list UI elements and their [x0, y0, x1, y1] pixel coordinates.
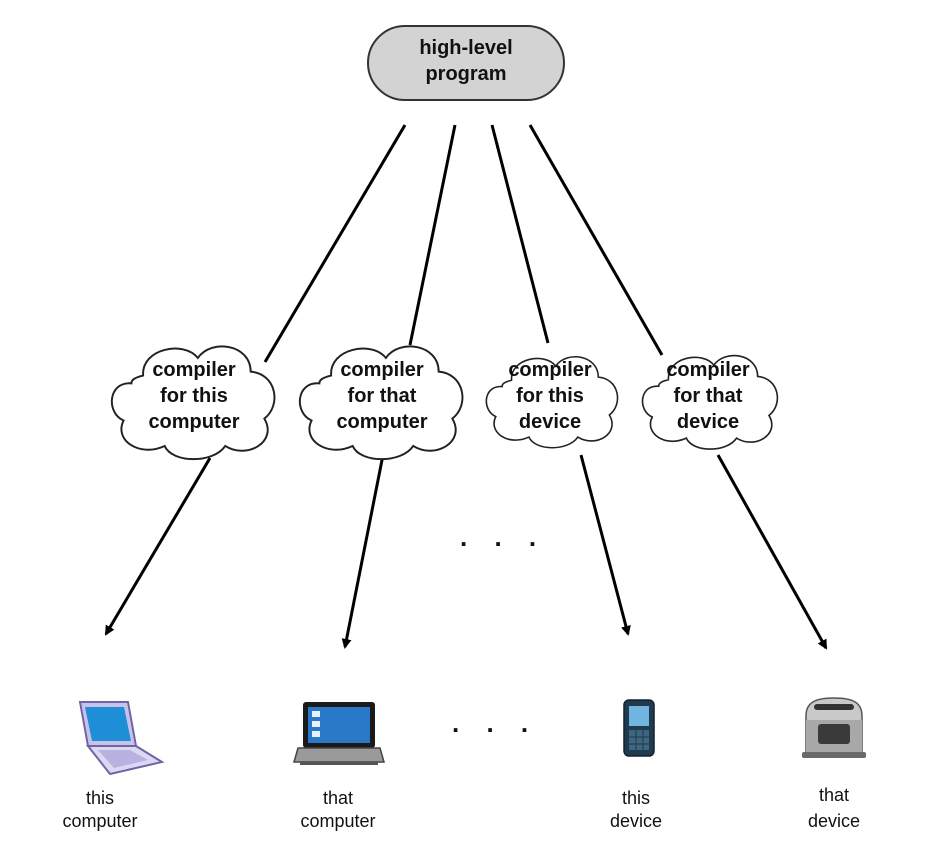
root-node: high-level program: [367, 25, 565, 101]
compiler-1-line-3: computer: [148, 411, 239, 433]
root-node-shape: [367, 25, 565, 101]
compiler-4-line-3: device: [677, 411, 739, 433]
compiler-2-line-2: for that: [348, 385, 417, 407]
arrow-to-this-computer: [104, 457, 212, 636]
root-label-line-1: high-level: [419, 37, 512, 59]
upper-connectors: [263, 124, 664, 363]
compiler-3-line-2: for this: [516, 385, 584, 407]
mobile-phone-icon: [623, 699, 655, 757]
compiler-1-line-1: compiler: [152, 359, 236, 381]
root-label-line-2: program: [425, 63, 506, 85]
target-1-line-2: computer: [62, 811, 137, 831]
compiler-cloud-3: compiler for this device: [485, 355, 619, 449]
toaster-icon: [802, 697, 866, 758]
lower-arrows: [104, 454, 828, 650]
target-3-line-1: this: [622, 788, 650, 808]
compiler-4-line-1: compiler: [666, 359, 750, 381]
compiler-3-line-1: compiler: [508, 359, 592, 381]
target-4-line-1: that: [819, 785, 849, 805]
laptop-icon: [78, 701, 165, 776]
ellipsis-middle: . . .: [460, 522, 546, 552]
target-4-line-2: device: [808, 811, 860, 831]
compiler-2-line-3: computer: [336, 411, 427, 433]
compiler-1-line-2: for this: [160, 385, 228, 407]
compiler-cloud-2: compiler for that computer: [298, 345, 464, 461]
connector-root-to-compiler-4: [528, 124, 664, 356]
connector-root-to-compiler-1: [263, 124, 407, 363]
target-2-line-2: computer: [300, 811, 375, 831]
target-1-line-1: this: [86, 788, 114, 808]
compiler-2-line-1: compiler: [340, 359, 424, 381]
compiler-cloud-4: compiler for that device: [641, 354, 779, 451]
connector-root-to-compiler-3: [490, 124, 550, 344]
target-3-line-2: device: [610, 811, 662, 831]
laptop-icon: [293, 702, 385, 765]
ellipsis-bottom: . . .: [452, 708, 538, 738]
compiler-4-line-2: for that: [674, 385, 743, 407]
target-2-line-1: that: [323, 788, 353, 808]
arrow-to-that-computer: [341, 454, 385, 649]
compiler-3-line-3: device: [519, 411, 581, 433]
arrow-to-this-device: [579, 454, 631, 636]
arrow-to-that-device: [716, 454, 828, 650]
connector-root-to-compiler-2: [408, 124, 457, 346]
compiler-cloud-1: compiler for this computer: [110, 345, 276, 461]
